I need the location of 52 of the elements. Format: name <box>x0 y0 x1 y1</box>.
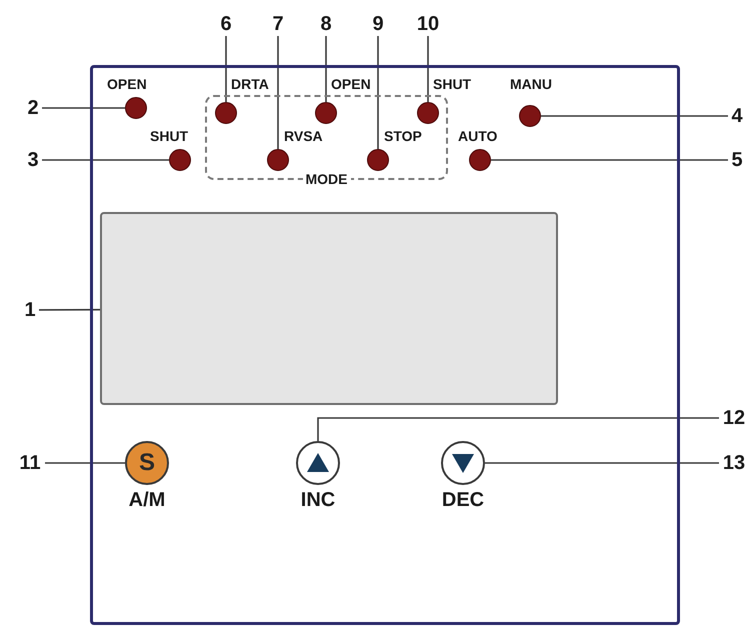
leader-line <box>277 36 279 149</box>
callout-number: 5 <box>728 148 746 172</box>
callout-number: 11 <box>15 451 45 475</box>
indicator-label: DRTA <box>231 76 269 93</box>
indicator-label: OPEN <box>331 76 371 93</box>
leader-line <box>317 417 719 441</box>
callout-number: 8 <box>317 12 335 36</box>
decrease-button <box>441 441 485 485</box>
leader-line <box>42 107 125 109</box>
indicator-label: SHUT <box>150 128 188 145</box>
leader-line <box>45 462 125 464</box>
button-label: A/M <box>128 488 166 512</box>
leader-line <box>427 36 429 102</box>
leader-line <box>39 308 100 311</box>
callout-number: 13 <box>719 451 749 475</box>
leader-line <box>541 115 728 117</box>
indicator-label: OPEN <box>107 76 147 93</box>
indicator-label: RVSA <box>284 128 323 145</box>
indicator-lamp <box>469 149 491 171</box>
leader-line <box>377 36 379 149</box>
lcd-display <box>100 212 558 405</box>
increase-button <box>296 441 340 485</box>
leader-line <box>225 36 227 102</box>
indicator-lamp <box>125 97 147 119</box>
callout-number: 2 <box>24 96 42 120</box>
leader-line <box>491 159 728 161</box>
callout-number: 1 <box>21 298 39 322</box>
leader-line <box>42 159 169 161</box>
device-panel <box>90 65 680 625</box>
indicator-label: SHUT <box>433 76 472 93</box>
indicator-lamp <box>417 102 439 124</box>
callout-number: 12 <box>719 406 749 430</box>
indicator-label: AUTO <box>458 128 498 145</box>
callout-number: 9 <box>369 12 387 36</box>
indicator-label: STOP <box>384 128 422 145</box>
indicator-lamp <box>519 105 541 127</box>
callout-number: 4 <box>728 104 746 128</box>
button-label: INC <box>300 488 336 512</box>
callout-number: 10 <box>413 12 443 36</box>
indicator-lamp <box>169 149 191 171</box>
callout-number: 3 <box>24 148 42 172</box>
leader-line <box>485 462 719 464</box>
indicator-lamp <box>367 149 389 171</box>
leader-line <box>325 36 327 102</box>
indicator-lamp <box>315 102 337 124</box>
callout-number: 6 <box>217 12 235 36</box>
button-label: DEC <box>442 488 484 512</box>
indicator-lamp <box>215 102 237 124</box>
callout-number: 7 <box>269 12 287 36</box>
indicator-label: MANU <box>510 76 552 93</box>
indicator-lamp <box>267 149 289 171</box>
auto-manual-button: S <box>125 441 169 485</box>
